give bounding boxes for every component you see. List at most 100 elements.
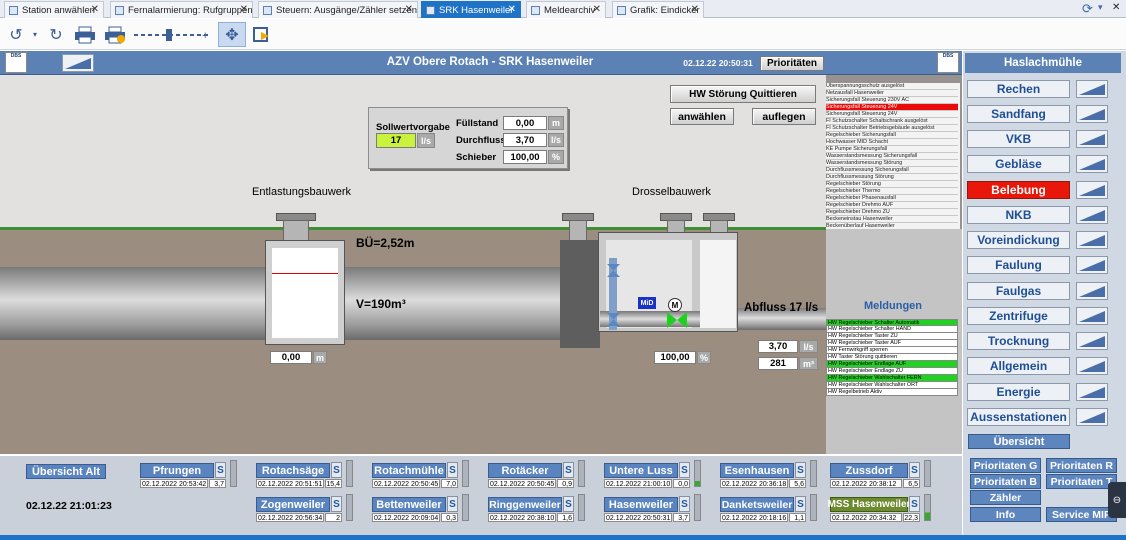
station-rotachsaege[interactable]: Rotachsäge xyxy=(256,463,330,478)
trend-graph-button[interactable] xyxy=(1076,408,1108,426)
station-s-button[interactable]: S xyxy=(795,462,806,478)
trend-graph-button[interactable] xyxy=(1076,181,1108,199)
setpoint-input[interactable]: 17 xyxy=(376,133,416,148)
close-icon[interactable]: ✕ xyxy=(90,4,99,15)
trend-graph-button[interactable] xyxy=(1076,155,1108,173)
chevron-down-icon[interactable]: ▾ xyxy=(1098,2,1103,12)
sidebar-item-vkb[interactable]: VKB xyxy=(967,130,1070,148)
side-handle-icon[interactable]: ⊖ xyxy=(1108,482,1126,518)
station-rotachmuehle[interactable]: Rotachmühle xyxy=(372,463,446,478)
station-s-button[interactable]: S xyxy=(447,462,458,478)
refresh-icon[interactable]: ⟳ xyxy=(1082,1,1093,16)
tab-grafik-eindicker[interactable]: Grafik: Eindicker✕ xyxy=(612,1,704,18)
trend-graph-button[interactable] xyxy=(1076,282,1108,300)
close-icon[interactable]: ✕ xyxy=(404,4,413,15)
prioritaeten-t-button[interactable]: Prioritaten T xyxy=(1046,474,1117,489)
station-zogenweiler[interactable]: Zogenweiler xyxy=(256,497,330,512)
sidebar-item-rechen[interactable]: Rechen xyxy=(967,80,1070,98)
meldung-item: HW Regelbetrieb Aktiv xyxy=(826,389,958,396)
fuellstand-unit: m xyxy=(548,116,564,130)
close-icon[interactable]: ✕ xyxy=(592,4,601,15)
close-icon[interactable]: ✕ xyxy=(690,4,699,15)
sidebar-item-energie[interactable]: Energie xyxy=(967,383,1070,401)
undo-icon[interactable]: ↺ xyxy=(9,26,23,44)
station-s-button[interactable]: S xyxy=(563,496,574,512)
station-s-button[interactable]: S xyxy=(679,462,690,478)
station-mss-hasenweiler[interactable]: MSS Hasenweiler xyxy=(827,497,911,512)
trend-graph-button[interactable] xyxy=(1076,130,1108,148)
tab-meldearchiv[interactable]: Meldearchiv✕ xyxy=(526,1,606,18)
sidebar-item-zentrifuge[interactable]: Zentrifuge xyxy=(967,307,1070,325)
tab-srk-hasenweiler[interactable]: SRK Hasenweiler✕ xyxy=(421,1,521,18)
print-icon[interactable] xyxy=(72,22,98,47)
sidebar-item-aussenstationen[interactable]: Aussenstationen xyxy=(967,408,1070,426)
station-s-button[interactable]: S xyxy=(215,462,226,478)
anwaehlen-button[interactable]: anwählen xyxy=(670,108,734,125)
sidebar-item-allgemein[interactable]: Allgemein xyxy=(967,357,1070,375)
sidebar-item-belebung[interactable]: Belebung xyxy=(967,181,1070,199)
prioritaeten-r-button[interactable]: Prioritaten R xyxy=(1046,458,1117,473)
sidebar-item-nkb[interactable]: NKB xyxy=(967,206,1070,224)
trend-graph-button[interactable] xyxy=(1076,332,1108,350)
trend-graph-button[interactable] xyxy=(1076,105,1108,123)
station-hasenweiler[interactable]: Hasenweiler xyxy=(604,497,678,512)
station-s-button[interactable]: S xyxy=(563,462,574,478)
station-pfrungen[interactable]: Pfrungen xyxy=(140,463,214,478)
trend-graph-button[interactable] xyxy=(1076,383,1108,401)
sidebar-item-faulung[interactable]: Faulung xyxy=(967,256,1070,274)
station-s-button[interactable]: S xyxy=(679,496,690,512)
prioritaeten-b-button[interactable]: Prioritaten B xyxy=(970,474,1041,489)
trend-graph-button[interactable] xyxy=(1076,307,1108,325)
hw-stoerung-quittieren-button[interactable]: HW Störung Quittieren xyxy=(670,85,816,103)
trend-graph-button[interactable] xyxy=(62,54,94,72)
prioritaeten-g-button[interactable]: Prioritaten G xyxy=(970,458,1041,473)
redo-icon[interactable]: ↻ xyxy=(49,26,63,44)
info-button[interactable]: Info xyxy=(970,507,1041,522)
zoom-slider[interactable]: + xyxy=(132,22,214,47)
sidebar-item-voreindickung[interactable]: Voreindickung xyxy=(967,231,1070,249)
uebersicht-button[interactable]: Übersicht xyxy=(968,434,1070,449)
alarm-item-active: Sicherungsfall Steuerung 24V xyxy=(826,104,958,111)
station-untere-luss[interactable]: Untere Luss xyxy=(604,463,678,478)
prioritaeten-button[interactable]: Prioritäten xyxy=(760,56,824,71)
station-s-button[interactable]: S xyxy=(331,462,342,478)
station-timestamp: 02.12.2022 20:53:42 xyxy=(140,479,208,488)
play-icon[interactable] xyxy=(250,22,274,47)
tab-fernalarmierung[interactable]: Fernalarmierung: Rufgruppen✕ xyxy=(110,1,253,18)
tab-station-anwaehlen[interactable]: Station anwählen✕ xyxy=(4,1,104,18)
uebersicht-alt-button[interactable]: Übersicht Alt xyxy=(26,464,106,479)
station-s-button[interactable]: S xyxy=(331,496,342,512)
close-icon[interactable]: ✕ xyxy=(507,4,516,15)
sidebar-item-trocknung[interactable]: Trocknung xyxy=(967,332,1070,350)
chevron-down-icon[interactable]: ▾ xyxy=(32,30,37,39)
trend-graph-button[interactable] xyxy=(1076,256,1108,274)
station-zussdorf[interactable]: Zussdorf xyxy=(830,463,908,478)
trend-graph-button[interactable] xyxy=(1076,80,1108,98)
auflegen-button[interactable]: auflegen xyxy=(752,108,816,125)
station-timestamp: 02.12.2022 20:36:18 xyxy=(720,479,788,488)
station-s-button[interactable]: S xyxy=(909,462,920,478)
station-danketsweiler[interactable]: Danketsweiler xyxy=(720,497,794,512)
station-esenhausen[interactable]: Esenhausen xyxy=(720,463,794,478)
station-ringgenweiler[interactable]: Ringgenweiler xyxy=(488,497,562,512)
station-level-bar xyxy=(346,494,353,521)
close-icon[interactable]: ✕ xyxy=(239,4,248,15)
print-preview-icon[interactable] xyxy=(102,22,128,47)
station-s-button[interactable]: S xyxy=(909,496,920,512)
station-s-button[interactable]: S xyxy=(447,496,458,512)
sidebar-item-geblaese[interactable]: Gebläse xyxy=(967,155,1070,173)
zaehler-button[interactable]: Zähler xyxy=(970,490,1041,505)
station-s-button[interactable]: S xyxy=(795,496,806,512)
station-bettenweiler[interactable]: Bettenweiler xyxy=(372,497,446,512)
service-mip-button[interactable]: Service MIP xyxy=(1046,507,1117,522)
sidebar-item-faulgas[interactable]: Faulgas xyxy=(967,282,1070,300)
trend-graph-button[interactable] xyxy=(1076,231,1108,249)
trend-graph-button[interactable] xyxy=(1076,206,1108,224)
manhole-neck xyxy=(283,220,309,242)
trend-graph-button[interactable] xyxy=(1076,357,1108,375)
station-rotaecker[interactable]: Rotäcker xyxy=(488,463,562,478)
tab-steuern[interactable]: Steuern: Ausgänge/Zähler setzen✕ xyxy=(258,1,418,18)
pan-icon[interactable]: ✥ xyxy=(218,22,246,47)
close-window-icon[interactable]: ✕ xyxy=(1112,2,1121,13)
sidebar-item-sandfang[interactable]: Sandfang xyxy=(967,105,1070,123)
